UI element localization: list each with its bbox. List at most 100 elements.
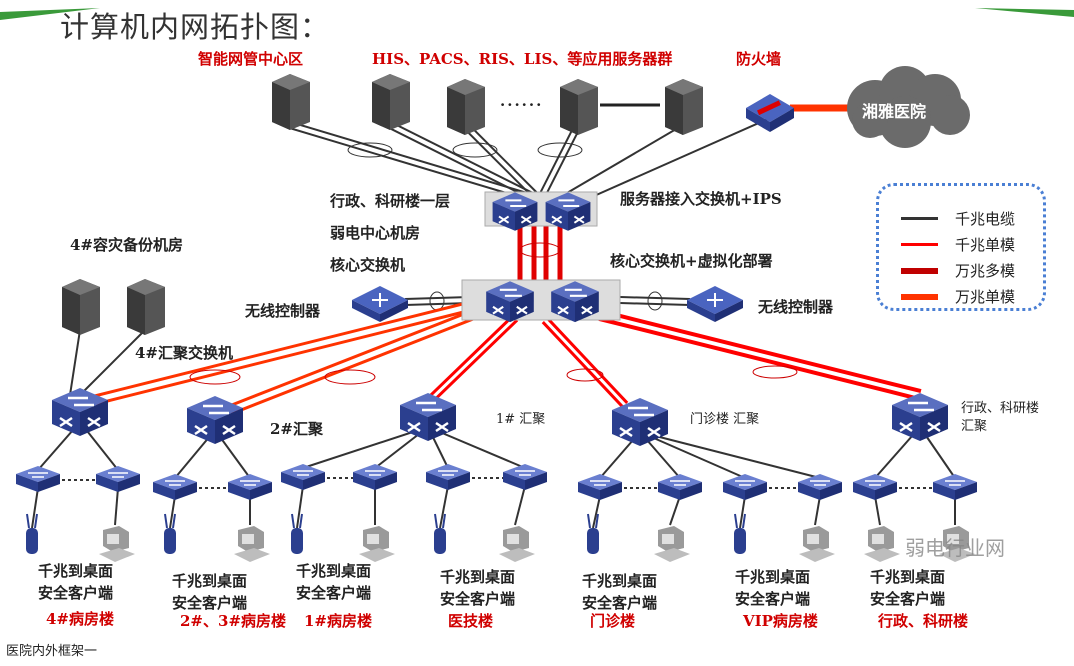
building-label: 医技楼 xyxy=(448,612,494,630)
core-switch-icon xyxy=(551,281,599,323)
wireless-controller-left-icon xyxy=(352,286,408,322)
access-switch-icon xyxy=(353,464,397,490)
link-bundle-ring xyxy=(347,142,393,158)
core-switch-icon xyxy=(486,281,534,323)
gigabit-copper-link xyxy=(79,329,146,396)
access-switch-icon xyxy=(503,464,547,490)
endpoint-block: 千兆到桌面安全客户端 xyxy=(440,566,515,610)
legend: 千兆电缆 千兆单模 万兆多模 万兆单模 xyxy=(876,183,1046,311)
gigabit-copper-link xyxy=(669,495,681,526)
legend-swatch xyxy=(901,267,938,274)
firewall-icon xyxy=(746,94,794,132)
wireless-ap-icon xyxy=(291,513,303,554)
gigabit-single-mode-link xyxy=(424,314,514,401)
legend-swatch xyxy=(901,243,938,246)
10g-single-mode-link xyxy=(93,299,475,398)
link-bundle-ring xyxy=(452,142,498,158)
gigabit-copper-link xyxy=(439,485,449,529)
link-bundle-ring xyxy=(189,369,241,385)
access-switch-icon xyxy=(16,466,60,492)
pc-client-icon xyxy=(864,526,900,562)
gigabit-copper-link xyxy=(620,296,691,301)
wireless-controller-right-icon xyxy=(687,286,743,322)
green-banner-right xyxy=(975,8,1074,17)
access-switch-icon xyxy=(723,474,767,500)
wireless-ap-icon xyxy=(587,513,599,554)
gigabit-copper-link xyxy=(466,122,543,199)
access-switch-icon xyxy=(228,474,272,500)
legend-swatch xyxy=(901,293,938,300)
gigabit-copper-link xyxy=(69,329,81,396)
endpoint-line1: 千兆到桌面 xyxy=(38,562,114,580)
building-label: 1#病房楼 xyxy=(304,612,373,630)
endpoint-line2: 安全客户端 xyxy=(38,584,114,602)
endpoint-line1: 千兆到桌面 xyxy=(440,568,516,586)
gigabit-single-mode-link xyxy=(546,316,629,404)
endpoint-line2: 安全客户端 xyxy=(440,590,516,608)
endpoint-line1: 千兆到桌面 xyxy=(296,562,372,580)
endpoint-line2: 安全客户端 xyxy=(172,594,248,612)
endpoint-line2: 安全客户端 xyxy=(296,584,372,602)
ellipsis-dots: ...... xyxy=(500,92,544,110)
aggregation-switch-icon xyxy=(612,398,668,446)
gigabit-copper-link xyxy=(739,495,746,529)
building-label: 4#病房楼 xyxy=(46,610,115,628)
aggregation-switch-icon xyxy=(52,388,108,436)
gigabit-copper-link xyxy=(390,121,542,199)
admin-agg-line1: 行政、科研楼 xyxy=(961,401,1040,416)
wireless-ap-icon xyxy=(434,513,446,554)
wlc-right-label: 无线控制器 xyxy=(758,298,834,316)
access-switch-icon xyxy=(933,474,977,500)
gigabit-copper-link xyxy=(404,296,470,301)
agg2-label: 2#汇聚 xyxy=(270,420,324,438)
endpoint-line2: 安全客户端 xyxy=(735,590,811,608)
gigabit-copper-link xyxy=(514,485,526,526)
wireless-ap-icon xyxy=(26,513,38,554)
zone-label-nms: 智能网管中心区 xyxy=(198,50,304,68)
link-bundle-ring xyxy=(566,368,604,382)
core-switch-label: 核心交换机+虚拟化部署 xyxy=(610,252,773,270)
pc-client-icon xyxy=(939,526,975,562)
zone-label-apps: HIS、PACS、RIS、LIS、等应用服务器群 xyxy=(372,50,673,68)
green-banner-left xyxy=(0,8,100,20)
gigabit-single-mode-link xyxy=(429,319,519,406)
gigabit-copper-link xyxy=(592,495,601,529)
aggregation-switch-icon xyxy=(892,393,948,441)
pc-client-icon xyxy=(499,526,535,562)
link-bundle-ring xyxy=(429,291,445,311)
pc-client-icon xyxy=(99,526,135,562)
backup-server-icon xyxy=(127,279,165,335)
gigabit-copper-link xyxy=(169,495,176,529)
gigabit-copper-link xyxy=(302,426,429,469)
dell-server-icon xyxy=(447,79,485,135)
gigabit-copper-link xyxy=(290,121,542,199)
access-switch-icon xyxy=(281,464,325,490)
watermark: 弱电行业网 xyxy=(905,536,1005,560)
10g-single-mode-link xyxy=(227,306,480,408)
aggregation-switch-icon xyxy=(187,396,243,444)
link-bundle-ring xyxy=(324,369,376,385)
gigabit-single-mode-link xyxy=(541,321,624,409)
admin-agg-line2: 汇聚 xyxy=(961,419,988,434)
access-switch-icon xyxy=(853,474,897,500)
endpoint-line1: 千兆到桌面 xyxy=(582,572,658,590)
endpoint-block: 千兆到桌面安全客户端 xyxy=(735,566,810,610)
cloud-label: 湘雅医院 xyxy=(862,102,927,121)
gigabit-copper-link xyxy=(584,117,771,201)
link-bundle-ring xyxy=(519,242,561,258)
link-bundle-ring xyxy=(647,291,663,311)
10g-single-mode-link xyxy=(95,307,477,406)
gigabit-copper-link xyxy=(639,431,746,479)
access-switch-icon xyxy=(153,474,197,500)
10g-single-mode-link xyxy=(230,314,483,416)
pc-client-icon xyxy=(234,526,270,562)
server-access-switch-icon xyxy=(545,192,591,231)
gigabit-copper-link xyxy=(874,495,881,526)
agg4-label: 4#汇聚交换机 xyxy=(135,344,234,362)
building-label: 2#、3#病房楼 xyxy=(180,612,287,630)
legend-item-10g-sm: 万兆单模 xyxy=(901,286,1015,307)
gigabit-copper-link xyxy=(639,431,821,479)
endpoint-line1: 千兆到桌面 xyxy=(735,568,811,586)
link-bundle-ring xyxy=(752,365,798,379)
